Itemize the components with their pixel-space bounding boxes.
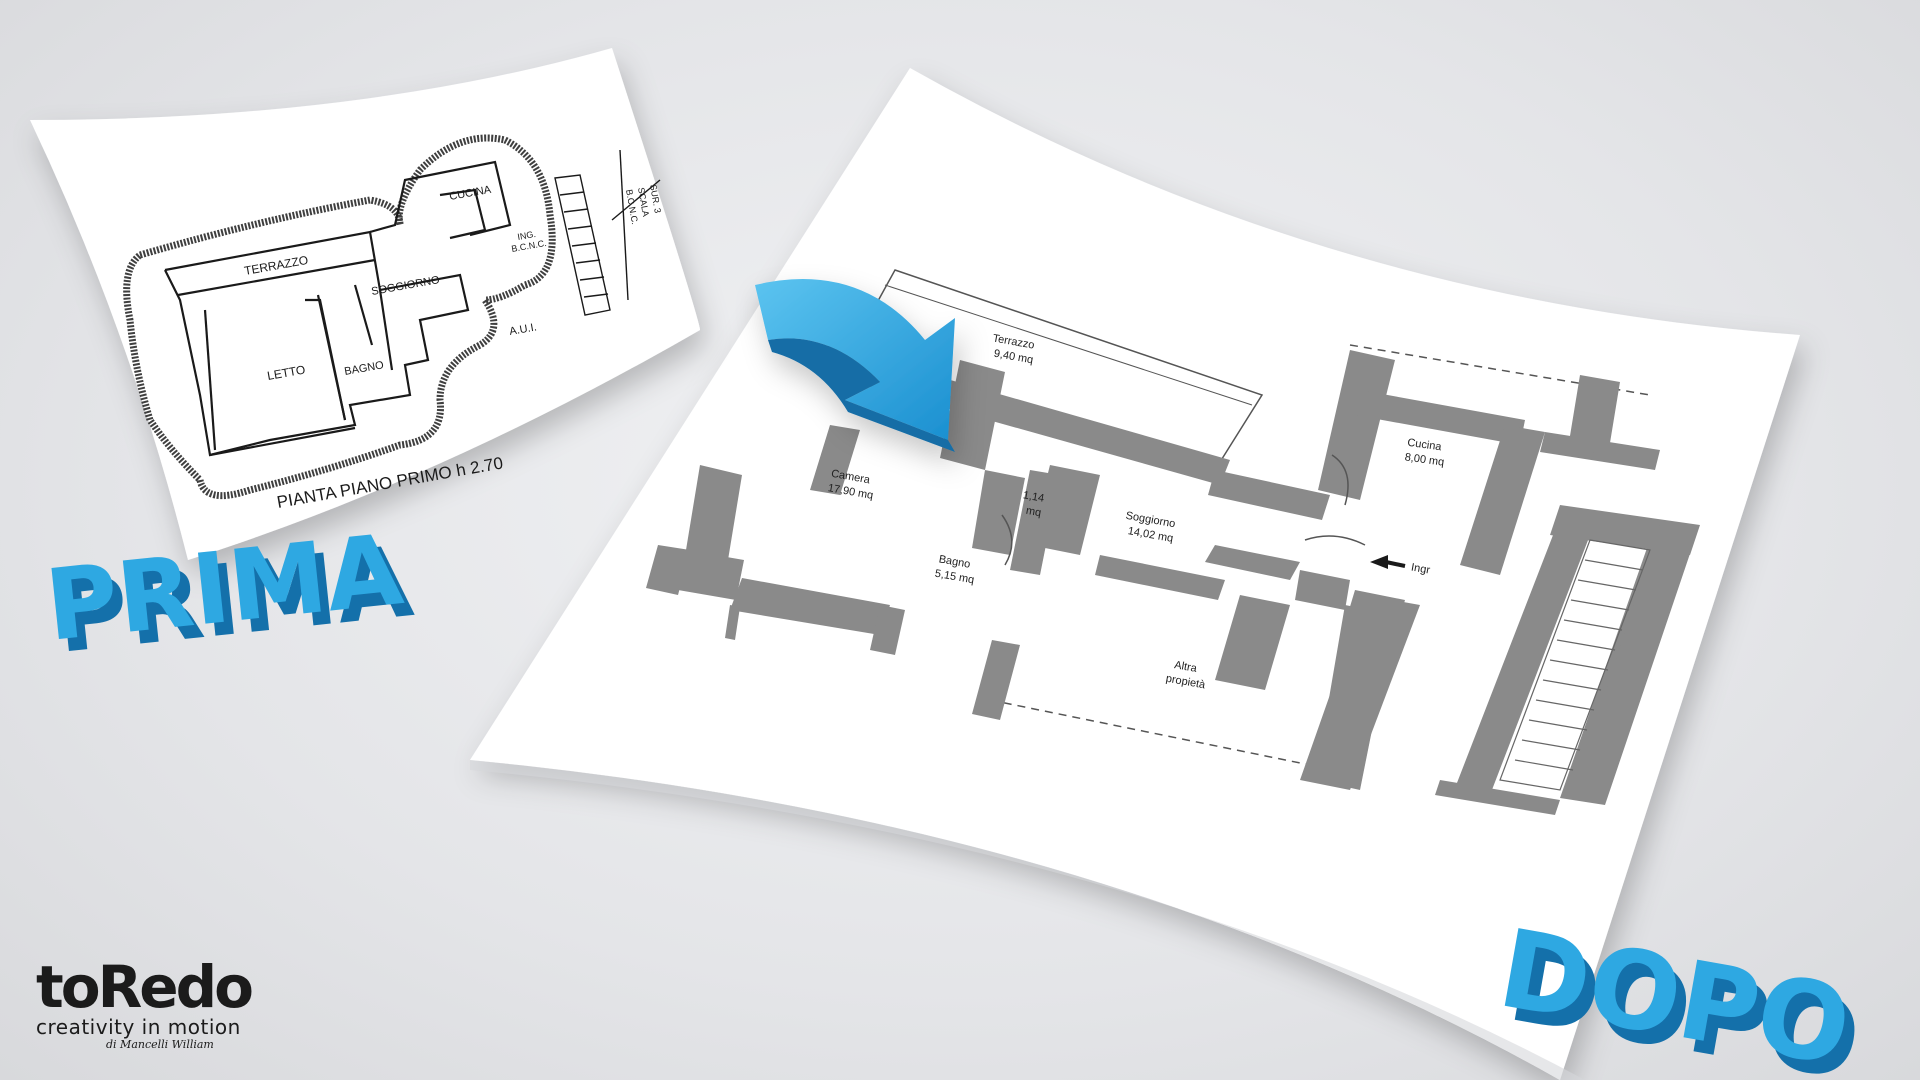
old-label-ing: ING. [517, 229, 537, 242]
brand-logo: toRedo creativity in motion di Mancelli … [36, 958, 266, 1058]
entrance-arrow-icon [1370, 555, 1388, 569]
room-bagno-name: Bagno [938, 553, 971, 570]
logo-name: toRedo [36, 953, 254, 1021]
room-cucina-area: 8,00 mq [1404, 451, 1445, 468]
logo-signature: di Mancelli William [106, 1038, 214, 1051]
dopo-label: DOPO DOPO [1490, 907, 1869, 1080]
room-altra-name: Altra [1173, 659, 1198, 675]
old-label-aui: A.U.I. [508, 321, 537, 338]
logo-tagline: creativity in motion [36, 1015, 241, 1039]
transition-arrow-icon [755, 279, 955, 452]
old-label-letto: LETTO [266, 362, 306, 382]
old-label-sur: SUR. 3 [648, 184, 663, 214]
prima-label: PRIMA PRIMA [41, 513, 418, 676]
room-wc-name: 1,14 [1022, 489, 1045, 505]
old-plan-sheet [30, 48, 700, 560]
stairs [1499, 539, 1651, 791]
entrance-label: Ingr [1410, 561, 1431, 576]
room-wc-area: mq [1025, 505, 1042, 519]
room-cucina-name: Cucina [1407, 437, 1443, 454]
